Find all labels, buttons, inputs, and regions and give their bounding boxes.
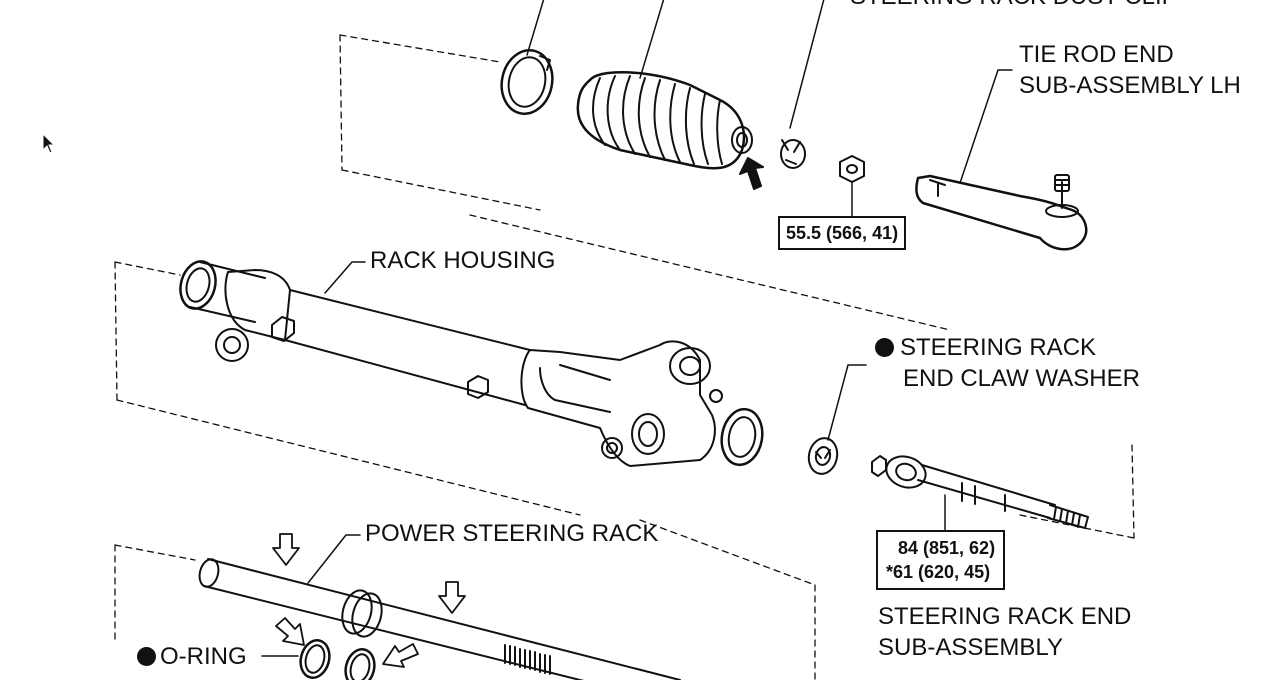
hollow-arrow-icon [382, 643, 419, 668]
torque-rack-end-line1: 84 (851, 62) [898, 538, 996, 558]
torque-box-rack-end: 84 (851, 62) *61 (620, 45) [876, 530, 1006, 590]
tie-rod-end-drawing [915, 174, 1088, 251]
steering-rack-end-label: STEERING RACK END SUB-ASSEMBLY [878, 601, 1131, 663]
torque-box-tie-rod-nut: 55.5 (566, 41) [778, 216, 907, 250]
dashed-group-outline-top [339, 34, 541, 211]
o-ring-label: O-RING [137, 641, 247, 672]
dashed-group-outline-bottom [114, 519, 816, 680]
steering-rack-end-label-line1: STEERING RACK END [878, 603, 1132, 630]
black-dot-icon [875, 338, 894, 357]
o-ring-label-text: O-RING [160, 643, 247, 670]
asterisk-mark: * [886, 562, 894, 582]
tie-rod-end-label-line1: TIE ROD END [1019, 41, 1174, 68]
claw-washer-drawing [807, 437, 839, 475]
mouse-pointer-icon [42, 133, 56, 154]
torque-rack-end-line2-text: 61 (620, 45) [893, 562, 991, 582]
steering-rack-end-drawing [871, 455, 1089, 529]
tie-rod-end-label-line2: SUB-ASSEMBLY LH [1019, 72, 1241, 99]
rack-housing-label: RACK HOUSING [370, 247, 556, 274]
claw-washer-label-line1: STEERING RACK [875, 332, 1140, 363]
rack-housing-drawing [179, 260, 764, 467]
hollow-arrow-icon [438, 581, 466, 614]
dust-clip-drawing [780, 139, 806, 169]
power-steering-rack-label: POWER STEERING RACK [365, 520, 659, 547]
boot-clamp-drawing [500, 49, 554, 115]
tie-rod-nut-drawing [839, 155, 865, 219]
claw-washer-label: STEERING RACK END CLAW WASHER [875, 332, 1140, 394]
hollow-arrow-icon [275, 617, 305, 646]
solid-arrow-icon [739, 157, 764, 190]
tie-rod-end-label: TIE ROD END SUB-ASSEMBLY LH [1019, 39, 1241, 101]
claw-washer-label-line1-text: STEERING RACK [900, 334, 1097, 361]
hollow-arrow-icon [272, 533, 300, 566]
power-steering-rack-drawing [198, 558, 681, 680]
black-dot-icon [137, 647, 156, 666]
dust-clip-label: STEERING RACK DUST CLIP [850, 0, 1178, 12]
steering-rack-boot-drawing [576, 70, 753, 170]
o-ring-drawing [299, 639, 376, 680]
claw-washer-label-line2: END CLAW WASHER [903, 365, 1140, 392]
torque-rack-end-line2: *61 (620, 45) [886, 560, 995, 584]
steering-rack-end-label-line2: SUB-ASSEMBLY [878, 634, 1063, 661]
